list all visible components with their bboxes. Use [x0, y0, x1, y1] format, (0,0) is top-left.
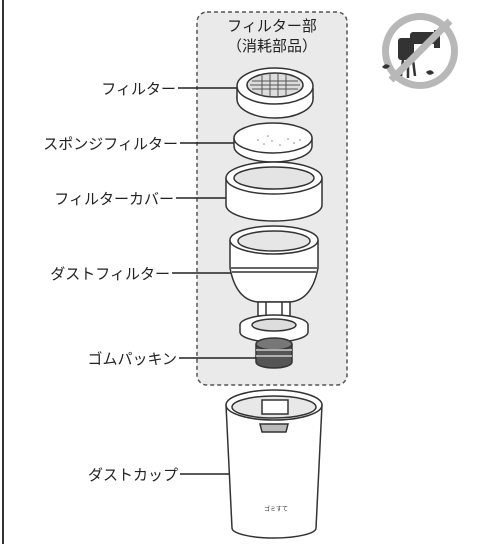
filter-cover-part [225, 161, 323, 222]
label-gasket: ゴムパッキン [87, 350, 177, 368]
dust-filter-part [229, 225, 319, 343]
group-title: フィルター部 [227, 17, 317, 35]
filter-part [236, 67, 314, 119]
label-dust-filter: ダストフィルター [50, 265, 170, 283]
gasket-part [255, 337, 293, 369]
label-filter: フィルター [101, 80, 176, 98]
dust-cup-part [225, 389, 323, 539]
cup-marking: ゴミすて [264, 506, 289, 513]
label-dust-cup: ダストカップ [87, 466, 178, 484]
label-sponge-filter: スポンジフィルター [43, 135, 178, 153]
label-filter-cover: フィルターカバー [54, 190, 174, 208]
sponge-filter-part [233, 122, 313, 163]
group-subtitle: （消耗部品） [226, 37, 317, 55]
faucet-washable-icon [382, 13, 458, 89]
